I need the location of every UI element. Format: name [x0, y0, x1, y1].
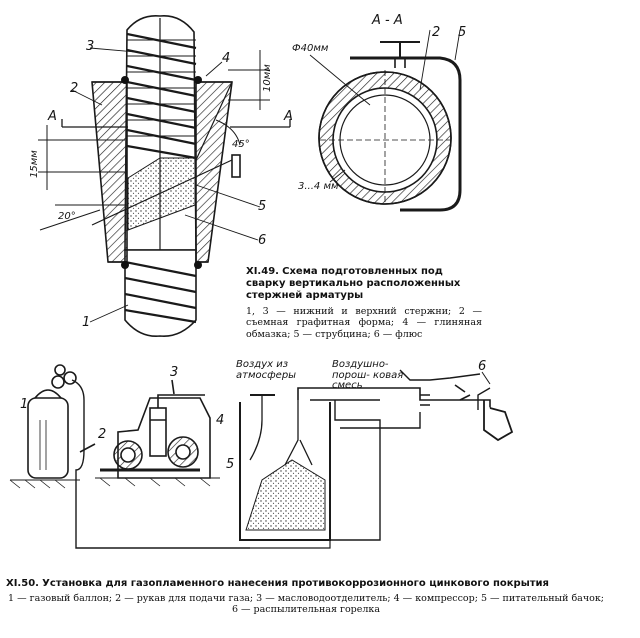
section-label-2: 2	[432, 25, 441, 40]
fig50-caption-heading: XI.50. Установка для газопламенного нане…	[6, 578, 606, 590]
fig50-caption-title: Установка для газопламенного нанесения п…	[42, 578, 549, 589]
fig50-air-label: Воздух из атмосферы	[236, 359, 297, 381]
fig50-caption: XI.50. Установка для газопламенного нане…	[6, 578, 606, 616]
section-a-a-title: А - А	[372, 13, 403, 28]
fig50-installation	[9, 364, 514, 549]
fig49-section-a-left: A	[48, 109, 57, 124]
fig49-caption-title: Схема подготовленных под сварку вертикал…	[246, 266, 461, 301]
fig49-label-6: 6	[258, 233, 267, 248]
fig49-angle-45: 45°	[232, 139, 250, 150]
fig49-dim-10mm: 10мм	[262, 64, 273, 92]
fig50-label-4: 4	[216, 413, 225, 428]
section-diameter-label: Ф40мм	[292, 43, 329, 54]
oil-water-separator	[149, 379, 205, 457]
fig49-angle-20: 20°	[58, 211, 76, 222]
fig49-caption: XI.49. Схема подготовленных под сварку в…	[246, 266, 482, 340]
fig49-label-2: 2	[70, 81, 79, 96]
feed-tank	[239, 394, 331, 541]
clamp	[231, 154, 241, 178]
fig49-caption-heading: XI.49. Схема подготовленных под сварку в…	[246, 266, 482, 302]
fig50-label-5: 5	[226, 457, 235, 472]
section-label-5: 5	[458, 25, 467, 40]
fig49-section-a-right: A	[284, 109, 293, 124]
fig49-label-3: 3	[86, 39, 95, 54]
fig49-caption-legend: 1, 3 — нижний и верхний стержни; 2 — съе…	[246, 306, 482, 340]
fig49-caption-number: XI.49.	[246, 266, 279, 277]
fig50-caption-number: XI.50.	[6, 578, 39, 589]
fig50-label-1: 1	[20, 397, 29, 412]
fig50-label-6: 6	[478, 359, 487, 374]
lower-rebar	[124, 249, 197, 337]
fig49-rebar-scheme	[38, 14, 291, 337]
fig49-dim-15mm: 15мм	[29, 150, 40, 178]
fig50-label-3: 3	[170, 365, 179, 380]
fig50-label-2: 2	[98, 427, 107, 442]
flux-fill	[127, 157, 196, 231]
section-gap-label: 3...4 мм	[298, 181, 339, 192]
fig50-mix-label: Воздушно-порош- ковая смесь	[332, 359, 404, 391]
fig49-label-1: 1	[82, 315, 91, 330]
fig49-label-4: 4	[222, 51, 231, 66]
fig49-label-5: 5	[258, 199, 267, 214]
gas-cylinder	[27, 364, 77, 479]
spray-burner	[477, 371, 514, 442]
section-a-a	[309, 29, 462, 212]
fig50-caption-legend: 1 — газовый баллон; 2 — рукав для подачи…	[8, 593, 604, 616]
